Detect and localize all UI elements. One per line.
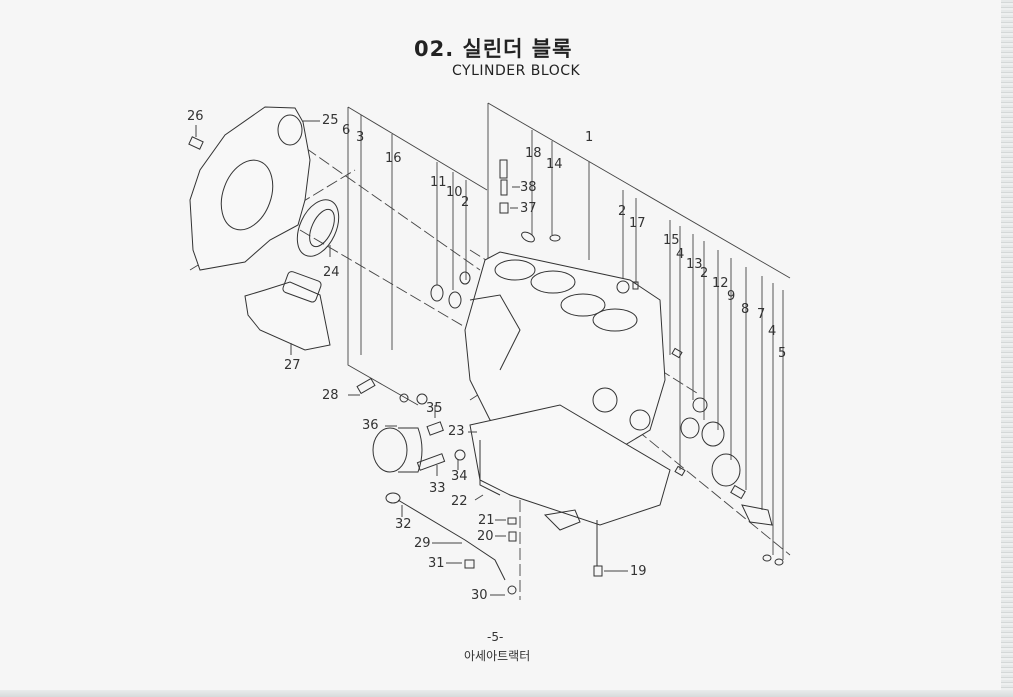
flywheel-housing-plate xyxy=(189,106,311,271)
callout-26: 26 xyxy=(187,109,204,124)
small-parts xyxy=(188,136,784,595)
callout-18: 18 xyxy=(525,146,542,161)
callout-16: 16 xyxy=(385,151,402,166)
callout-4-lower: 4 xyxy=(768,324,777,339)
callout-14: 14 xyxy=(546,157,563,172)
callout-21: 21 xyxy=(478,513,495,528)
callout-19: 19 xyxy=(630,564,647,579)
callout-17: 17 xyxy=(629,216,646,231)
callout-28: 28 xyxy=(322,388,339,403)
callout-36: 36 xyxy=(362,418,379,433)
callout-11: 11 xyxy=(430,175,447,190)
callout-22: 22 xyxy=(451,494,468,509)
callout-32: 32 xyxy=(395,517,412,532)
oil-pan xyxy=(469,404,671,531)
starter-motor xyxy=(244,271,331,351)
callout-2-right: 2 xyxy=(700,266,709,281)
callout-30: 30 xyxy=(471,588,488,603)
scan-edge-right xyxy=(1001,0,1013,697)
callout-15: 15 xyxy=(663,233,680,248)
callout-34: 34 xyxy=(451,469,468,484)
callout-37: 37 xyxy=(520,201,537,216)
publisher-name: 아세아트랙터 xyxy=(464,649,531,663)
callout-25: 25 xyxy=(322,113,339,128)
callout-2-center: 2 xyxy=(618,204,627,219)
callout-31: 31 xyxy=(428,556,445,571)
callout-4-upper: 4 xyxy=(676,247,685,262)
callout-29: 29 xyxy=(414,536,431,551)
callout-38: 38 xyxy=(520,180,537,195)
callout-24: 24 xyxy=(323,265,340,280)
callout-35: 35 xyxy=(426,401,443,416)
callout-5: 5 xyxy=(778,346,787,361)
callout-10: 10 xyxy=(446,185,463,200)
scan-edge-bottom xyxy=(0,690,1013,697)
callout-3: 3 xyxy=(356,130,365,145)
callout-9: 9 xyxy=(727,289,736,304)
callout-13: 13 xyxy=(686,257,703,272)
callout-27: 27 xyxy=(284,358,301,373)
page-title-korean: 02. 실린더 블록 xyxy=(414,37,573,61)
callout-6: 6 xyxy=(342,123,351,138)
page-number: -5- xyxy=(487,630,504,644)
callout-7: 7 xyxy=(757,307,766,322)
page-title-english: CYLINDER BLOCK xyxy=(452,63,581,79)
callout-1: 1 xyxy=(585,130,594,145)
oil-filter xyxy=(372,427,423,473)
callout-23: 23 xyxy=(448,424,465,439)
oil-seal xyxy=(296,199,340,257)
callout-33: 33 xyxy=(429,481,446,496)
callout-arrows xyxy=(195,120,628,596)
callout-20: 20 xyxy=(477,529,494,544)
callout-12: 12 xyxy=(712,276,729,291)
callout-2-left: 2 xyxy=(461,195,470,210)
callout-8: 8 xyxy=(741,302,750,317)
